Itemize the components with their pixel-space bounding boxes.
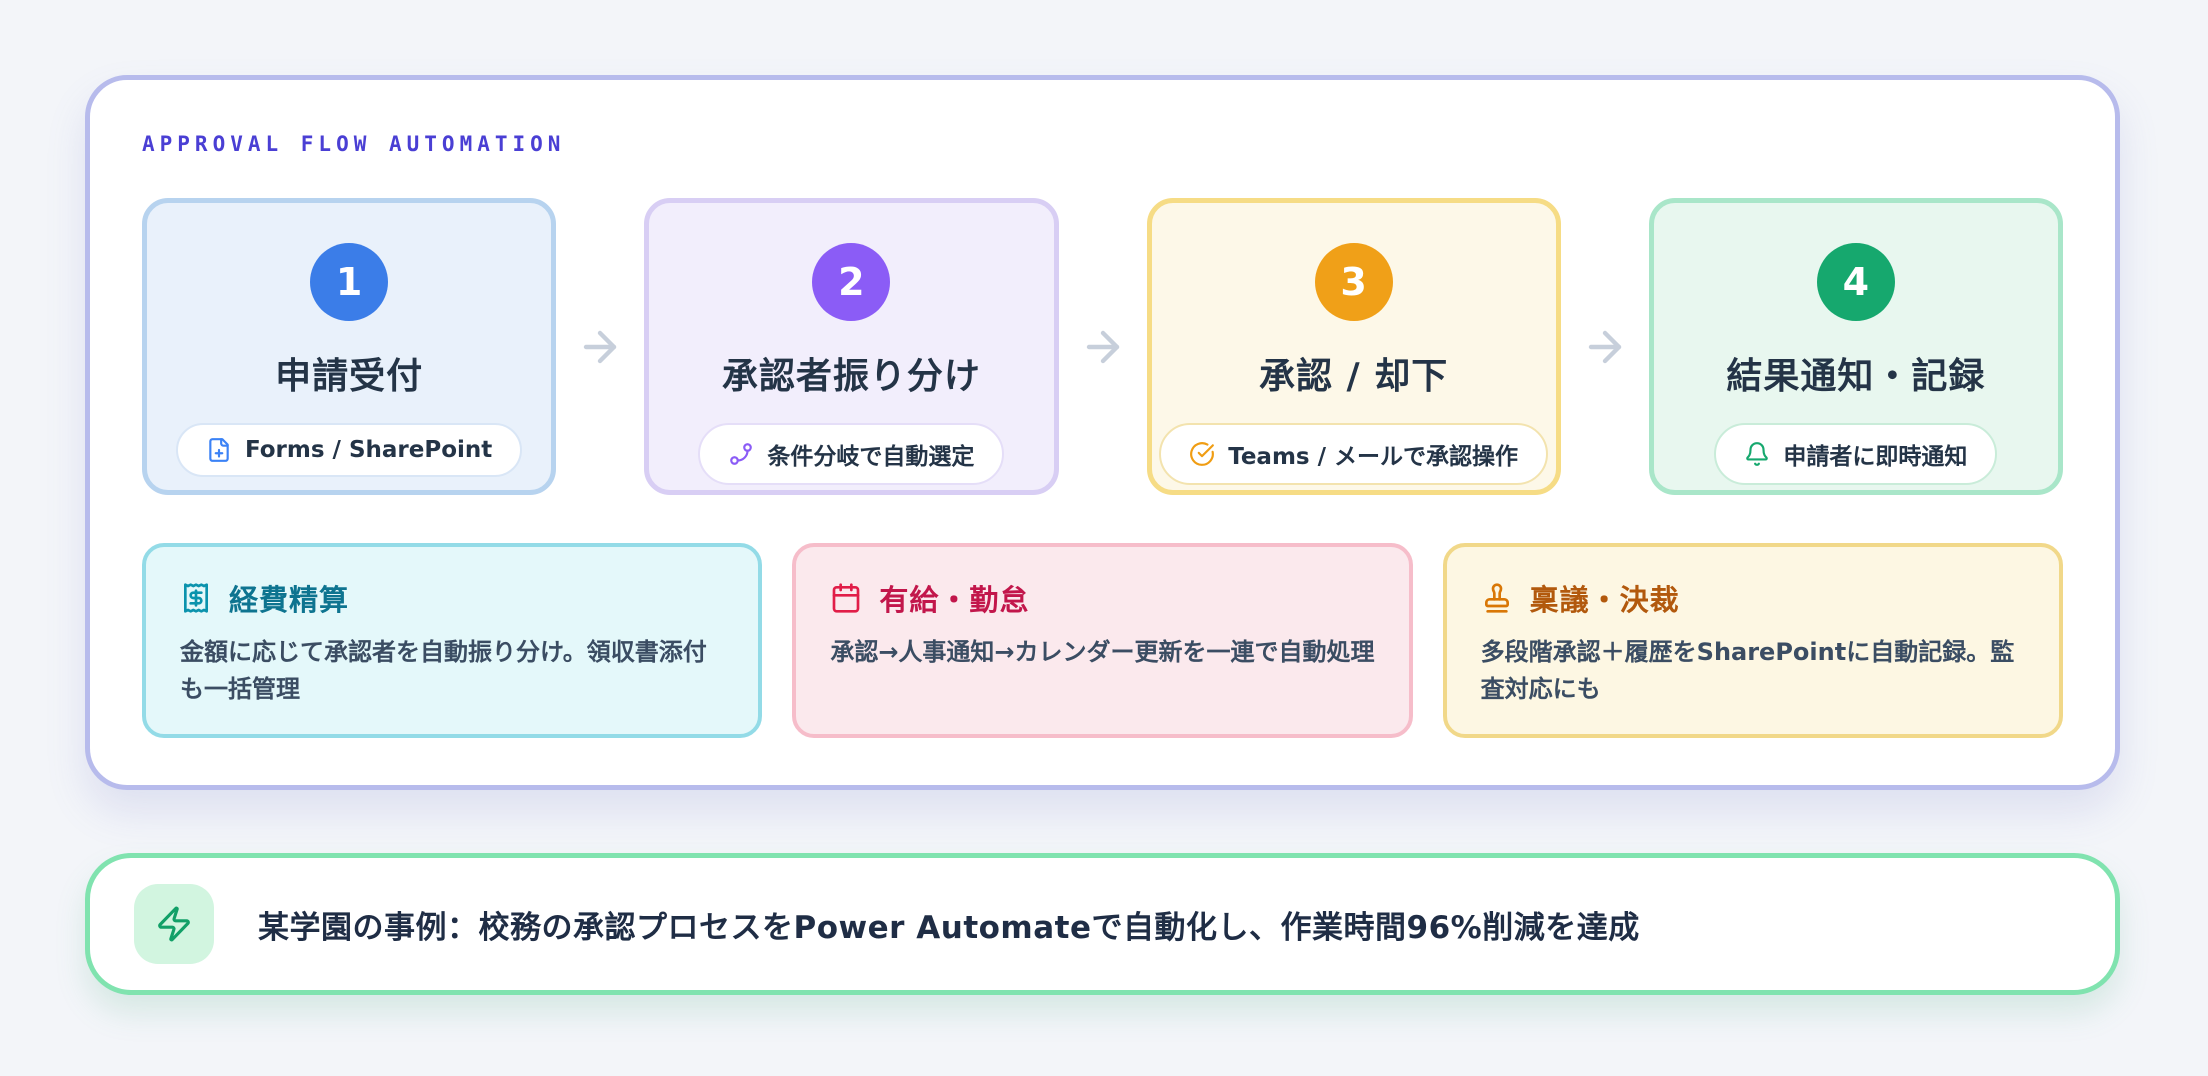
step-pill: Teams / メールで承認操作 [1159,423,1549,485]
arrow-right-icon [1079,323,1127,371]
usecase-description: 金額に応じて承認者を自動振り分け。領収書添付も一括管理 [180,638,707,704]
banner-icon-chip [134,884,214,964]
git-branch-icon [728,441,754,467]
file-plus-icon [206,437,232,463]
usecase-title: 稟議・決裁 [1529,583,1680,617]
step-pill-label: 条件分岐で自動選定 [767,444,975,470]
step-card-2: 2 承認者振り分け 条件分岐で自動選定 [644,198,1059,495]
receipt-icon [180,582,212,614]
usecase-card-ringi: 稟議・決裁 多段階承認＋履歴をSharePointに自動記録。監査対応にも [1442,543,2063,739]
usecase-head: 経費精算 [180,577,724,619]
arrow-right-icon [576,323,624,371]
usecase-description: 承認→人事通知→カレンダー更新を一連で自動処理 [830,638,1375,666]
step-card-4: 4 結果通知・記録 申請者に即時通知 [1648,198,2063,495]
usecase-row: 経費精算 金額に応じて承認者を自動振り分け。領収書添付も一括管理 有給・勤怠 承… [142,543,2063,739]
usecase-card-expenses: 経費精算 金額に応じて承認者を自動振り分け。領収書添付も一括管理 [142,543,763,739]
usecase-head: 有給・勤怠 [830,577,1374,619]
usecase-title: 有給・勤怠 [879,583,1030,617]
usecase-head: 稟議・決裁 [1481,577,2025,619]
step-card-1: 1 申請受付 Forms / SharePoint [142,198,557,495]
step-pill: 申請者に即時通知 [1714,423,1998,485]
step-pill-label: Forms / SharePoint [244,437,493,463]
panel-eyebrow: APPROVAL FLOW AUTOMATION [142,132,566,156]
arrow-right-icon [1581,323,1629,371]
step-card-3: 3 承認 / 却下 Teams / メールで承認操作 [1146,198,1561,495]
flow-arrow [1059,198,1147,495]
step-pill-label: 申請者に即時通知 [1783,444,1968,470]
step-number-badge: 2 [812,243,891,321]
case-study-banner: 某学園の事例：校務の承認プロセスをPower Automateで自動化し、作業時… [85,853,2120,995]
steps-row: 1 申請受付 Forms / SharePoint 2 承認者振り分け 条件分岐… [142,198,2063,495]
step-pill-label: Teams / メールで承認操作 [1228,444,1519,470]
case-study-text: 某学園の事例：校務の承認プロセスをPower Automateで自動化し、作業時… [258,909,1640,946]
zap-icon [155,905,193,943]
flow-arrow [1561,198,1649,495]
usecase-title: 経費精算 [229,583,350,617]
step-pill: Forms / SharePoint [175,423,523,477]
step-title: 承認者振り分け [721,356,981,397]
approval-flow-panel: APPROVAL FLOW AUTOMATION 1 申請受付 Forms / … [85,75,2120,790]
step-title: 申請受付 [275,356,424,397]
step-title: 結果通知・記録 [1726,356,1986,397]
step-number-badge: 4 [1816,243,1895,321]
step-pill: 条件分岐で自動選定 [698,423,1005,485]
calendar-icon [830,582,862,614]
step-number-badge: 1 [310,243,389,321]
stamp-icon [1481,582,1513,614]
bell-icon [1744,441,1770,467]
circle-check-icon [1189,441,1215,467]
usecase-card-leave: 有給・勤怠 承認→人事通知→カレンダー更新を一連で自動処理 [792,543,1413,739]
step-number-badge: 3 [1314,243,1393,321]
usecase-description: 多段階承認＋履歴をSharePointに自動記録。監査対応にも [1480,638,2015,704]
step-title: 承認 / 却下 [1259,356,1449,397]
flow-arrow [556,198,644,495]
